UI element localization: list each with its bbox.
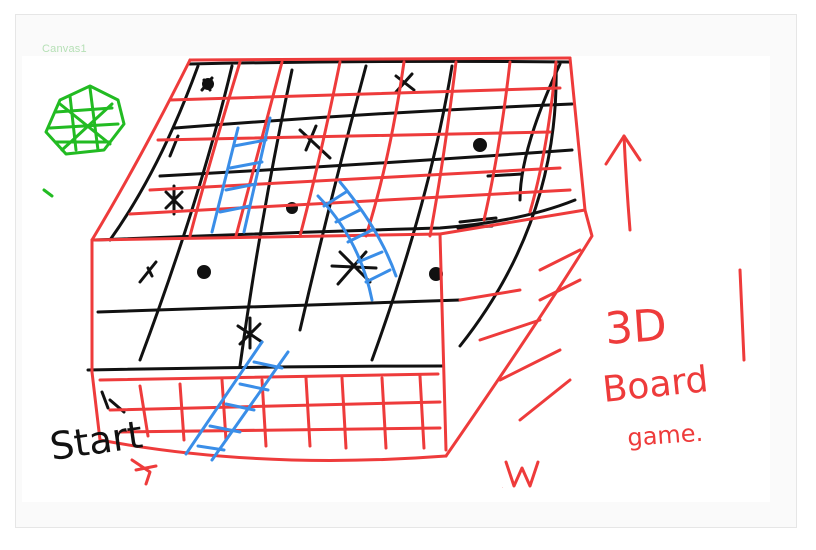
drawing-canvas[interactable] xyxy=(22,56,770,502)
canvas-title: Canvas1 xyxy=(42,43,87,55)
